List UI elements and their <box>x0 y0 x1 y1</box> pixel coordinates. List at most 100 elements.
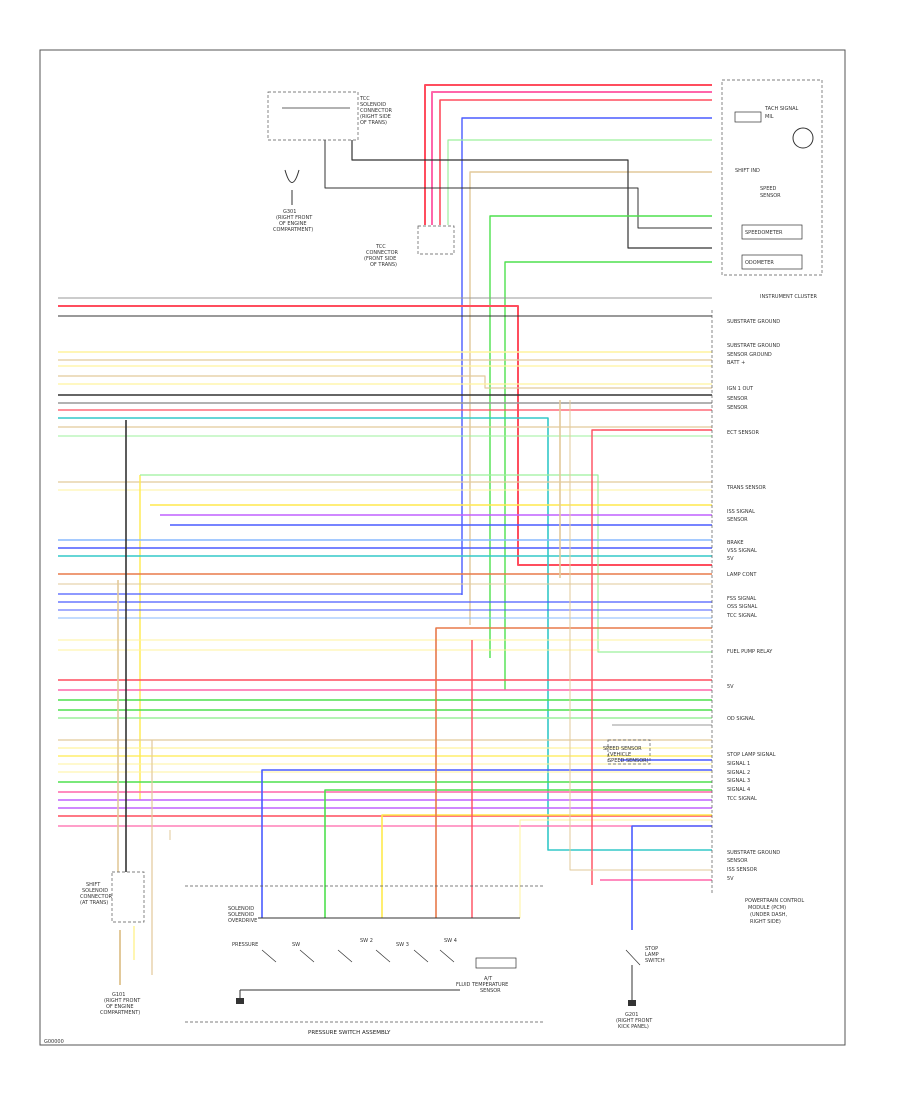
pcm-title-1: POWERTRAIN CONTROL <box>745 898 804 904</box>
cluster-label-tach: TACH SIGNAL <box>764 106 799 112</box>
tcc-connector-label-1: TCC <box>359 96 370 102</box>
wire-61 <box>435 627 712 918</box>
ground-left-label-3: OF ENGINE <box>106 1004 134 1010</box>
pcm-fn-27: SUBSTRATE GROUND <box>727 850 780 856</box>
pressure-label-4: SW 4 <box>444 938 457 944</box>
pcm-fn-2: SENSOR GROUND <box>727 352 772 358</box>
wire-27 <box>140 474 712 653</box>
pressure-label-1: SW <box>292 942 300 948</box>
ground-g301: G301 (RIGHT FRONT OF ENGINE COMPARTMENT) <box>273 169 313 233</box>
shift-connector-label-1: SHIFT <box>86 882 101 888</box>
wire-5 <box>469 171 712 625</box>
speedometer-block <box>741 224 803 240</box>
pcm-fn-16: OSS SIGNAL <box>727 604 758 610</box>
speed-sensor-label-2: (VEHICLE <box>608 752 631 758</box>
speed-sensor-label-3: SPEED SENSOR) <box>608 758 649 764</box>
pcm-fn-3: BATT + <box>727 360 745 366</box>
ground-left-label-2: (RIGHT FRONT <box>104 998 141 1004</box>
wire-21 <box>58 417 712 851</box>
cluster-label-mil: MIL <box>765 114 774 120</box>
pcm-title-2: MODULE (PCM) <box>748 905 786 911</box>
cluster-label-shift: SHIFT IND <box>735 168 760 174</box>
wire-6 <box>351 140 712 249</box>
wire-16 <box>58 375 712 389</box>
tcc-connector-label-2: SOLENOID <box>360 102 386 108</box>
pcm-fn-1: SUBSTRATE GROUND <box>727 343 780 349</box>
pcm-fn-5: SENSOR <box>727 396 748 402</box>
odometer-block <box>741 254 803 270</box>
ground-top-label-1: G301 <box>283 209 296 215</box>
solenoid-label-2: SOLENOID <box>228 912 254 918</box>
wire-layer <box>58 84 712 985</box>
wire-58 <box>261 769 712 918</box>
wire-1 <box>431 91 712 225</box>
stop-lamp-switch: STOP LAMP SWITCH G201 (RIGHT FRONT KICK … <box>616 946 665 1030</box>
brake-switch-label-3: SWITCH <box>645 958 665 964</box>
pcm-fn-26: TCC SIGNAL <box>726 796 757 802</box>
pcm-fn-18: FUEL PUMP RELAY <box>727 649 773 655</box>
ground-right-label-3: KICK PANEL) <box>618 1024 649 1030</box>
ground-right-label-1: G201 <box>625 1012 638 1018</box>
pcm-fn-30: 5V <box>727 876 734 882</box>
pcm-fn-10: SENSOR <box>727 517 748 523</box>
tcc-mid-label-3: (FRONT SIDE <box>364 256 396 262</box>
brake-switch-label-2: LAMP <box>645 952 659 958</box>
ground-right-label-2: (RIGHT FRONT <box>616 1018 653 1024</box>
ground-symbol <box>236 998 244 1004</box>
pcm-fn-11: BRAKE <box>727 540 744 546</box>
fluid-temperature-sensor: A/T FLUID TEMPERATURE SENSOR <box>456 957 517 994</box>
pcm-fn-9: ISS SIGNAL <box>727 509 755 515</box>
pcm-fn-14: LAMP CONT <box>727 572 757 578</box>
pcm-fn-8: TRANS SENSOR <box>726 485 766 491</box>
shift-connector-label-4: (AT TRANS) <box>80 900 108 906</box>
ground-top-label-3: OF ENGINE <box>279 221 307 227</box>
pcm-fn-6: SENSOR <box>727 405 748 411</box>
pcm-fn-15: FSS SIGNAL <box>727 596 756 602</box>
pcm-fn-25: SIGNAL 4 <box>727 787 750 793</box>
shift-solenoid-connector: SHIFT SOLENOID CONNECTOR (AT TRANS) <box>80 871 145 923</box>
wire-8 <box>489 215 712 658</box>
cluster-label-sensor-2: SENSOR <box>760 193 781 199</box>
pressure-switch-assembly: PRESSURE SW SW 2 SW 3 SW 4 SOLENOID SOLE… <box>185 885 545 1036</box>
pcm-fn-4: IGN 1 OUT <box>727 386 754 392</box>
pcm-fn-12: VSS SIGNAL <box>727 548 757 554</box>
wire-2 <box>439 99 712 225</box>
ground-top-label-4: COMPARTMENT) <box>273 227 313 233</box>
pcm-fn-17: TCC SIGNAL <box>726 613 757 619</box>
tcc-mid-label-4: OF TRANS) <box>370 262 397 268</box>
pcm-title-4: RIGHT SIDE) <box>750 919 781 925</box>
pcm-fn-19: 5V <box>727 684 734 690</box>
tcc-connector-mid: TCC CONNECTOR (FRONT SIDE OF TRANS) <box>364 225 455 268</box>
tcc-solenoid-connector: TCC SOLENOID CONNECTOR (RIGHT SIDE OF TR… <box>267 91 393 141</box>
cluster-indicator <box>734 111 762 123</box>
speed-sensor: SPEED SENSOR (VEHICLE SPEED SENSOR) <box>603 739 651 765</box>
wire-67 <box>569 400 712 871</box>
powertrain-control-module: POWERTRAIN CONTROL MODULE (PCM) (UNDER D… <box>711 310 804 925</box>
cluster-label-sensor-1: SPEED <box>760 186 777 192</box>
pcm-fn-0: SUBSTRATE GROUND <box>727 319 780 325</box>
pcm-fn-21: STOP LAMP SIGNAL <box>727 752 776 758</box>
wire-63 <box>519 819 712 918</box>
tcc-mid-label-2: CONNECTOR <box>366 250 399 256</box>
pcm-fn-7: ECT SENSOR <box>727 430 759 436</box>
tachometer-gauge <box>792 127 814 149</box>
pcm-fn-20: OD SIGNAL <box>727 716 755 722</box>
cluster-label-speed: SPEEDOMETER <box>745 230 783 236</box>
pcm-fn-13: 5V <box>727 556 734 562</box>
tcc-connector-label-5: OF TRANS) <box>360 120 387 126</box>
speed-sensor-label-1: SPEED SENSOR <box>603 746 642 752</box>
wire-0 <box>424 84 712 225</box>
pcm-fn-22: SIGNAL 1 <box>727 761 750 767</box>
tcc-mid-label-1: TCC <box>375 244 386 250</box>
wire-4 <box>447 139 712 225</box>
wire-7 <box>324 140 712 229</box>
fluid-sensor-label-2: FLUID TEMPERATURE <box>456 982 508 988</box>
fluid-sensor-label-3: SENSOR <box>480 988 501 994</box>
instrument-cluster: TACH SIGNAL MIL SHIFT IND SPEEDOMETER OD… <box>721 79 823 300</box>
fluid-sensor-label-1: A/T <box>484 976 493 982</box>
pcm-fn-28: SENSOR <box>727 858 748 864</box>
ground-top-label-2: (RIGHT FRONT <box>276 215 313 221</box>
wire-74 <box>631 825 712 930</box>
pressure-label-3: SW 3 <box>396 942 409 948</box>
